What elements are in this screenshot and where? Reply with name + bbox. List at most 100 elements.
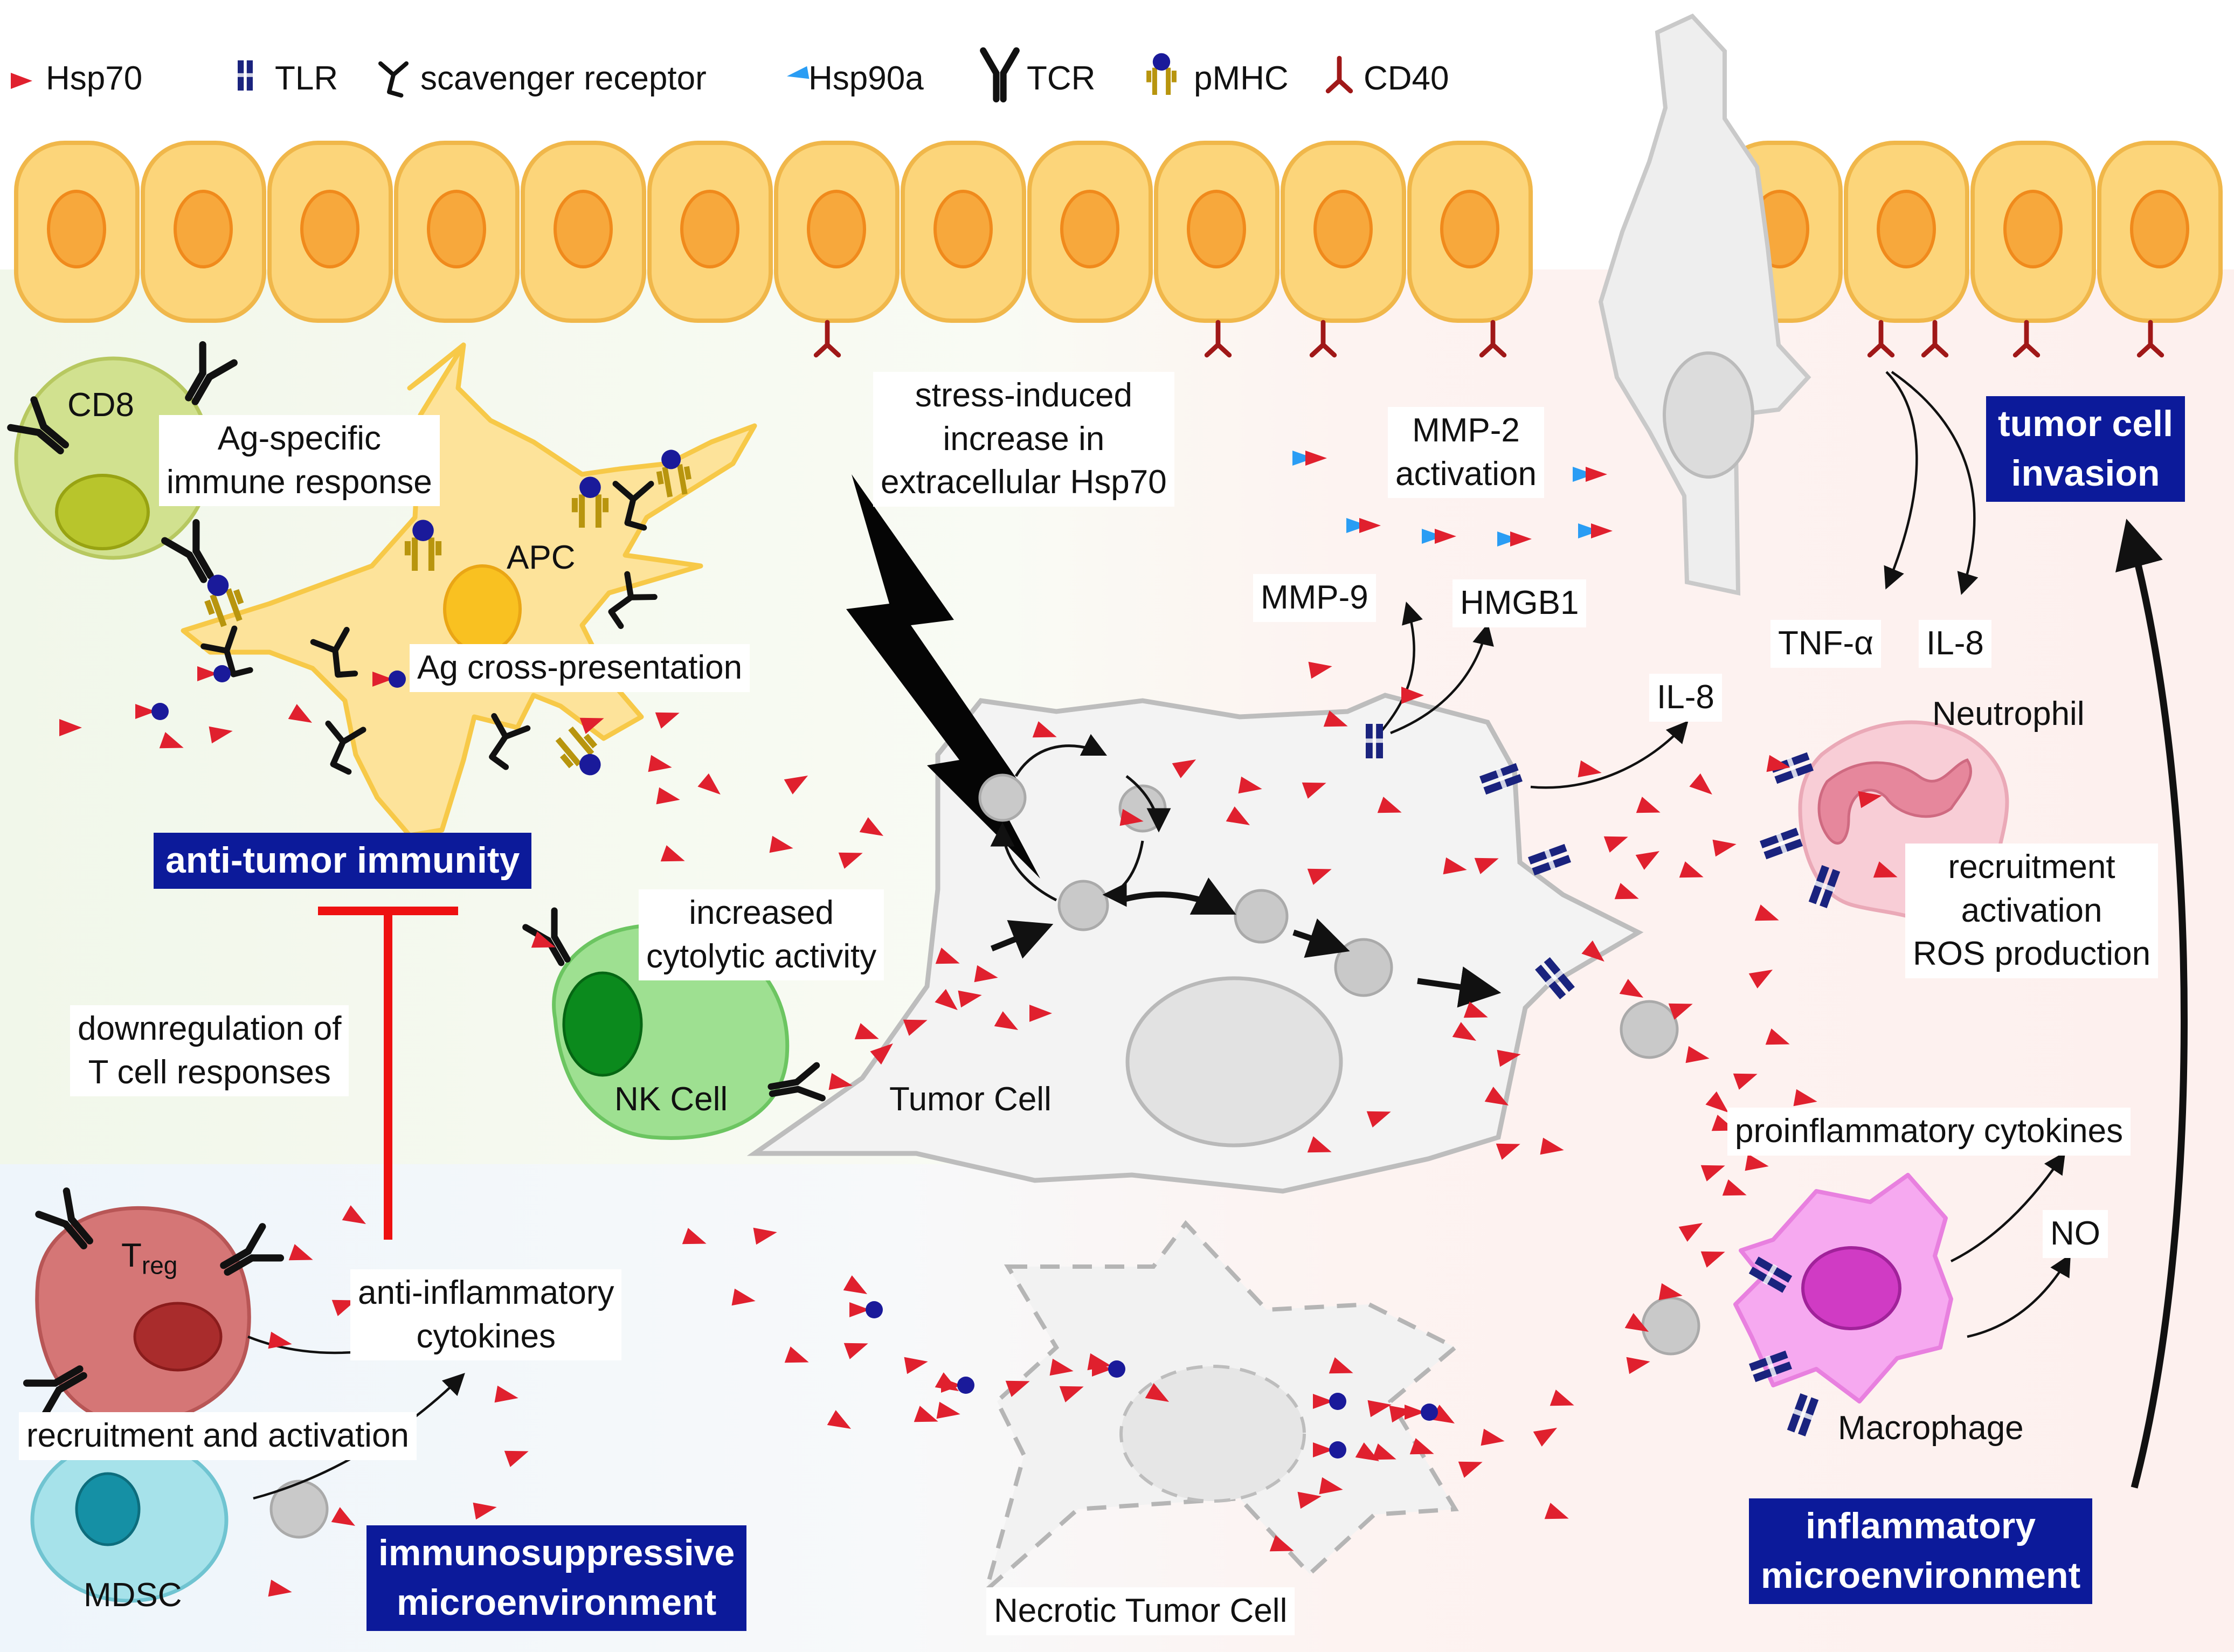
epithelial-cell-nucleus [2130,190,2189,268]
epithelial-cell [1844,141,1969,323]
legend-tlr-icon [237,60,254,91]
hsp70-molecule [1510,531,1532,547]
epithelial-cell-nucleus [1060,190,1119,268]
hsp70-molecule [531,931,556,948]
mdsc-nucleus [75,1472,141,1546]
hsp70-molecule [1614,883,1639,900]
hsp70-molecule [1540,1137,1564,1155]
hsp70-molecule [494,1385,518,1403]
epithelial-cell-nucleus [933,190,993,268]
hsp70-molecule [1307,1136,1332,1153]
hsp70-molecule [504,1450,529,1467]
hsp70-molecule [1484,1087,1509,1105]
hsp90a-molecule [1497,531,1519,547]
hsp70-molecule [731,1288,756,1306]
peptide-ball [1329,1393,1346,1410]
hsp70-peptide-chaperone [1313,1442,1333,1457]
hsp70-molecule [1463,1001,1488,1018]
il8-mid-label: IL-8 [1649,674,1722,722]
hsp90a-molecule [1573,467,1594,482]
hsp70-molecule [935,989,958,1011]
peptide-ball [957,1377,974,1394]
peptide-ball [1329,1441,1346,1459]
hsp70-molecule [1700,1251,1725,1268]
ag-specific-response-label: Ag-specific immune response [159,415,440,507]
hsp70-molecule [1474,858,1499,874]
hsp70-molecule [1712,839,1737,857]
epithelial-cell [774,141,900,323]
hsp70-molecule [1619,979,1644,998]
hsp70-molecule [1591,523,1613,538]
hsp70-molecule [974,965,998,983]
hsp70-molecule [1308,661,1332,679]
mmp9-label: MMP-9 [1253,574,1376,622]
hsp70-molecule [1705,1091,1728,1113]
hsp90a-molecule [1346,518,1368,533]
invading-tumor-nucleus [1663,351,1754,479]
hsp70-molecule [1367,1400,1392,1418]
hsp70-molecule [827,1410,852,1429]
hsp70-molecule [1443,857,1467,875]
legend-tcr-label: TCR [1027,60,1096,97]
macrophage-label: Macrophage [1838,1409,2024,1447]
legend-hsp70-label: Hsp70 [46,60,143,97]
epithelial-cell [267,141,393,323]
hsp70-molecule [660,845,685,862]
peptide-ball [213,665,231,682]
macrophage-nucleus [1801,1246,1901,1330]
hsp70-molecule [268,1331,292,1349]
legend-hsp70-icon [11,73,32,89]
hsp70-molecule [1319,1477,1343,1495]
hsp70-molecule [958,990,982,1008]
hsp70-molecule [1873,861,1898,878]
hsp70-molecule [1733,1073,1758,1090]
cd8-nucleus [55,474,150,550]
hsp70-molecule [1329,1357,1353,1374]
invasion-line-1: tumor cell [1998,403,2173,444]
cd8-label: CD8 [67,386,135,424]
invading-tumor-cell [1598,13,1811,596]
hsp70-molecule [331,1507,356,1526]
tnf-alpha-label: TNF-α [1770,620,1882,668]
hsp70-molecule [1435,529,1456,544]
hsp70-molecule [1172,759,1196,778]
neut-line-1: recruitment [1948,848,2115,886]
hmgb1-label: HMGB1 [1453,579,1587,627]
hsp70-molecule [753,1227,777,1245]
hsp70-molecule [1581,940,1604,962]
treg-label-sub: reg [141,1251,178,1280]
hsp70-molecule [1372,1443,1396,1460]
hsp70-molecule [1754,904,1779,921]
stress-line-3: extracellular Hsp70 [881,464,1167,501]
legend-tlr-label: TLR [275,60,338,97]
anti-tumor-immunity-box: anti-tumor immunity [154,833,532,889]
proinflammatory-cytokines-label: proinflammatory cytokines [1727,1108,2131,1156]
epithelial-cell-nucleus [1313,190,1373,268]
downregulation-label: downregulation of T cell responses [70,1005,349,1097]
hsp70-molecule [1269,1535,1294,1552]
mmp2-activation-label: MMP-2 activation [1388,407,1544,499]
treg-nucleus [133,1302,223,1372]
il8-top-label: IL-8 [1919,620,1991,668]
cytolytic-line-1: increased [689,894,834,931]
hsp70-molecule [1624,1313,1649,1332]
hsp70-molecule [656,787,680,805]
hsp70-molecule [1578,760,1602,778]
hsp70-molecule [697,773,721,795]
cytolytic-line-2: cytolytic activity [646,937,877,975]
epithelial-cell [14,141,140,323]
mmp2-line-1: MMP-2 [1412,412,1520,449]
peptide-ball [1421,1404,1438,1421]
hsp70-peptide-chaperone [849,1302,870,1317]
hsp70-molecule [1323,710,1348,727]
hsp70-molecule [1302,782,1326,799]
hsp70-molecule [288,704,313,723]
legend-scavenger-icon [381,64,406,95]
epithelial-cell [2097,141,2223,323]
immunosuppressive-microenvironment-box: immunosuppressive microenvironment [366,1525,747,1631]
hsp70-peptide-chaperone [135,704,156,719]
necrotic-tumor-nucleus [1119,1365,1306,1503]
hsp70-molecule [1766,755,1790,772]
legend-hsp90a-label: Hsp90a [808,60,924,97]
